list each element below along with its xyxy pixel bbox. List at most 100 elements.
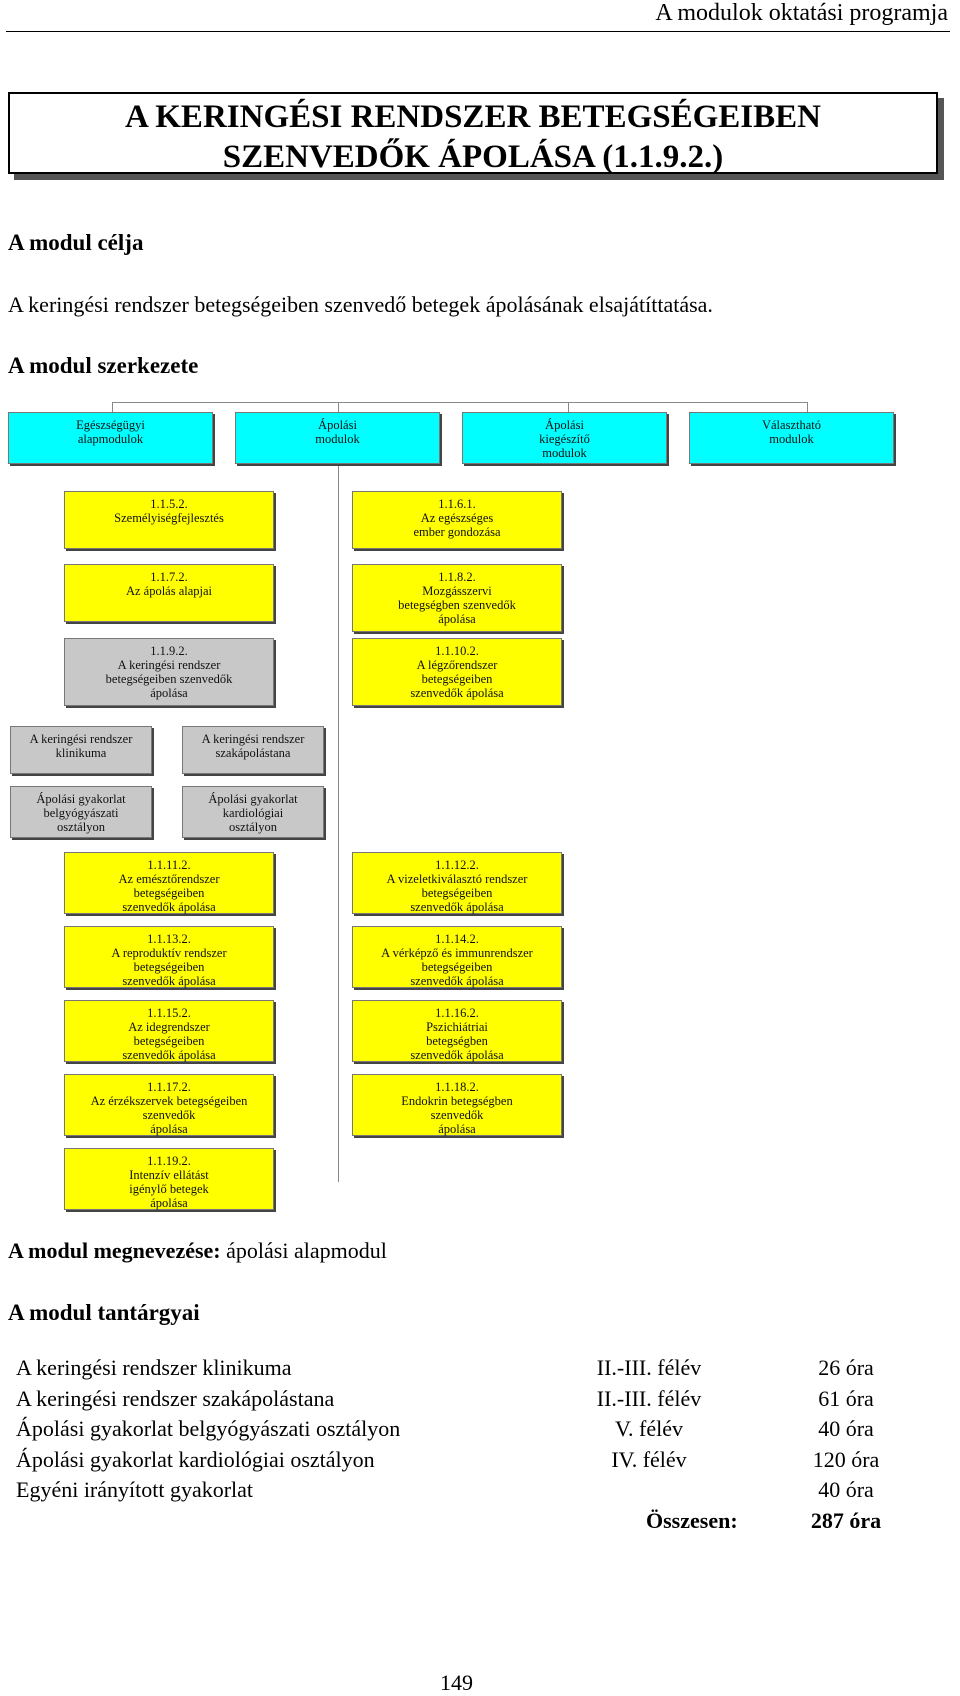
subject-row: Ápolási gyakorlat belgyógyászati osztály… bbox=[16, 1416, 896, 1447]
module-box-right-2-line-1: A légzőrendszer bbox=[416, 658, 498, 672]
subjects-total-row: Összesen: 287 óra bbox=[16, 1508, 896, 1539]
module-box-left-1-line-1: Az ápolás alapjai bbox=[125, 584, 213, 598]
subject-hours: 61 óra bbox=[818, 1385, 874, 1411]
current-module-box-line-3: ápolása bbox=[150, 686, 188, 700]
module-box-right-2-line-2: betegségeiben bbox=[421, 672, 493, 686]
module-box-lower-left-0-line-1: Az emésztőrendszer bbox=[118, 872, 220, 886]
top-box-3-line-0: Választható bbox=[761, 418, 821, 432]
subject-hours: 120 óra bbox=[812, 1446, 880, 1472]
module-box-right-2-line-3: szenvedők ápolása bbox=[410, 686, 504, 700]
module-box-right-1-line-2: betegségben szenvedők bbox=[398, 598, 516, 612]
module-name-label: A modul megnevezése: bbox=[8, 1238, 221, 1263]
module-box-lower-right-1-line-1: A vérképző és immunrendszer bbox=[381, 946, 533, 960]
module-box-lower-left-2-line-3: szenvedők ápolása bbox=[122, 1048, 216, 1062]
subject-name: Egyéni irányított gyakorlat bbox=[16, 1477, 254, 1502]
module-box-lower-left-2-line-1: Az idegrendszer bbox=[128, 1020, 210, 1034]
module-box-lower-right-2-line-2: betegségben bbox=[426, 1034, 488, 1048]
top-box-1-line-0: Ápolási bbox=[318, 418, 357, 432]
module-box-right-1-line-0: 1.1.8.2. bbox=[438, 570, 476, 584]
connector-top-drop-1 bbox=[338, 402, 339, 414]
subject-box-1-line-1: szakápolástana bbox=[215, 746, 291, 760]
module-box-right-1-line-3: ápolása bbox=[438, 612, 476, 626]
module-box-lower-left-4-line-3: ápolása bbox=[150, 1196, 188, 1210]
module-box-lower-left-1-line-3: szenvedők ápolása bbox=[122, 974, 216, 988]
module-box-lower-left-4-line-0: 1.1.19.2. bbox=[147, 1154, 191, 1168]
subjects-heading: A modul tantárgyai bbox=[8, 1300, 200, 1325]
module-box-left-1-line-0: 1.1.7.2. bbox=[150, 570, 188, 584]
connector-top-drop-3 bbox=[807, 402, 808, 414]
module-box-lower-left-1-line-1: A reproduktív rendszer bbox=[111, 946, 227, 960]
total-label: Összesen: bbox=[646, 1507, 738, 1533]
subject-semester: II.-III. félév bbox=[596, 1385, 702, 1411]
subject-name: A keringési rendszer klinikuma bbox=[16, 1355, 292, 1380]
page-number: 149 bbox=[440, 1670, 473, 1695]
module-box-left-0: 1.1.5.2.Személyiségfejlesztés bbox=[64, 491, 274, 549]
module-box-right-0-line-0: 1.1.6.1. bbox=[438, 497, 476, 511]
top-box-2-line-1: kiegészítő bbox=[539, 432, 590, 446]
module-box-lower-left-1-line-0: 1.1.13.2. bbox=[147, 932, 191, 946]
current-module-box-line-2: betegségeiben szenvedők bbox=[105, 672, 233, 686]
module-box-right-0-line-1: Az egészséges bbox=[420, 511, 494, 525]
subject-box-3-line-0: Ápolási gyakorlat bbox=[208, 792, 298, 806]
top-box-0-line-1: alapmodulok bbox=[77, 432, 144, 446]
module-box-lower-left-0-line-2: betegségeiben bbox=[133, 886, 205, 900]
module-box-lower-right-1-line-2: betegségeiben bbox=[421, 960, 493, 974]
module-box-lower-right-0-line-0: 1.1.12.2. bbox=[435, 858, 479, 872]
module-box-lower-right-0-line-3: szenvedők ápolása bbox=[410, 900, 504, 914]
subject-hours: 40 óra bbox=[818, 1477, 874, 1502]
subject-box-0-line-0: A keringési rendszer bbox=[29, 732, 133, 746]
module-title-line1: A KERINGÉSI RENDSZER BETEGSÉGEIBEN bbox=[125, 99, 821, 135]
module-box-lower-left-0-line-0: 1.1.11.2. bbox=[147, 858, 191, 872]
current-module-box-line-0: 1.1.9.2. bbox=[150, 644, 188, 658]
module-box-right-2-line-0: 1.1.10.2. bbox=[435, 644, 479, 658]
module-box-lower-left-4-line-2: igénylő betegek bbox=[129, 1182, 209, 1196]
module-title-line2: SZENVEDŐK ÁPOLÁSA (1.1.9.2.) bbox=[222, 139, 724, 175]
subject-semester: IV. félév bbox=[611, 1446, 687, 1472]
module-box-lower-right-3-line-0: 1.1.18.2. bbox=[435, 1080, 479, 1094]
module-box-lower-right-1-line-3: szenvedők ápolása bbox=[410, 974, 504, 988]
module-box-lower-right-1-line-0: 1.1.14.2. bbox=[435, 932, 479, 946]
total-value: 287 óra bbox=[810, 1507, 882, 1533]
module-box-left-0-line-1: Személyiségfejlesztés bbox=[114, 511, 224, 525]
top-box-3-line-1: modulok bbox=[769, 432, 814, 446]
subject-box-0-line-1: klinikuma bbox=[55, 746, 107, 760]
module-box-lower-left-3-line-3: ápolása bbox=[150, 1122, 188, 1136]
top-box-1-line-1: modulok bbox=[315, 432, 360, 446]
module-box-lower-left-3-line-1: Az érzékszervek betegségeiben bbox=[90, 1094, 248, 1108]
subject-name: Ápolási gyakorlat kardiológiai osztályon bbox=[16, 1446, 375, 1472]
goal-text: A keringési rendszer betegségeiben szenv… bbox=[8, 292, 713, 317]
structure-heading: A modul szerkezete bbox=[8, 353, 199, 378]
subject-hours: 40 óra bbox=[818, 1416, 874, 1441]
module-box-lower-right-2-line-0: 1.1.16.2. bbox=[435, 1006, 479, 1020]
top-box-2-line-0: Ápolási bbox=[545, 418, 584, 432]
module-box-left-0-line-0: 1.1.5.2. bbox=[150, 497, 188, 511]
module-box-lower-left-0-line-3: szenvedők ápolása bbox=[122, 900, 216, 914]
top-box-2-line-2: modulok bbox=[542, 446, 587, 460]
module-name: A modul megnevezése: ápolási alapmodul bbox=[8, 1238, 387, 1264]
module-name-value: ápolási alapmodul bbox=[220, 1238, 387, 1263]
subject-row: Ápolási gyakorlat kardiológiai osztályon… bbox=[16, 1447, 896, 1478]
module-box-lower-right-2-line-1: Pszichiátriai bbox=[426, 1020, 488, 1034]
goal-heading: A modul célja bbox=[8, 230, 144, 255]
subject-box-3-line-1: kardiológiai bbox=[222, 806, 284, 820]
module-box-right-0-line-2: ember gondozása bbox=[413, 525, 501, 539]
module-box-lower-right-2-line-3: szenvedők ápolása bbox=[410, 1048, 504, 1062]
module-box-lower-right-3-line-3: ápolása bbox=[438, 1122, 476, 1136]
